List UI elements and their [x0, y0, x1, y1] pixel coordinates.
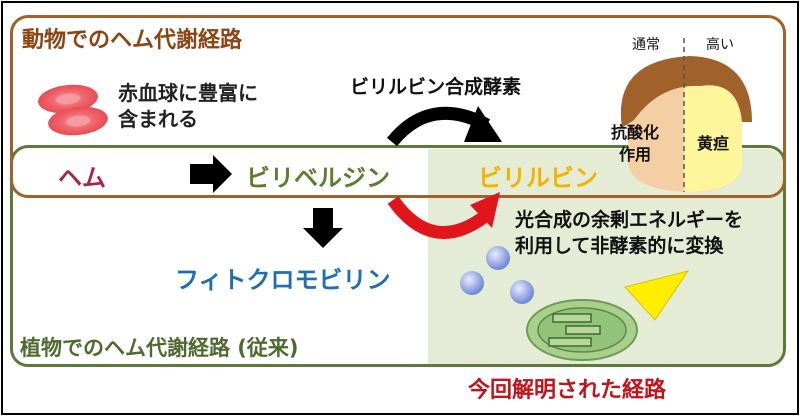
plant-pathway-box — [10, 145, 786, 367]
photosynthesis-note-line: 利用して非酵素的に変換 — [515, 235, 724, 257]
heme-label: ヘム — [58, 164, 106, 192]
face-illustration — [620, 38, 752, 192]
sphere-icons — [460, 246, 534, 304]
animal-pathway-heading: 動物でのヘム代謝経路 — [22, 28, 243, 53]
rbc-note-line: 含まれる — [118, 107, 198, 131]
new-pathway-label: 今回解明された経路 — [468, 378, 667, 403]
photosynthesis-note-line: 光合成の余剰エネルギーを — [515, 209, 744, 231]
rbc-note-line: 赤血球に豊富に — [118, 81, 258, 105]
bilirubin-label: ビリルビン — [478, 164, 598, 192]
rbc-note: 赤血球に豊富に 含まれる — [118, 80, 258, 132]
phytochromobilin-label: フィトクロモビリン — [175, 266, 391, 294]
right-arrow-icon — [190, 155, 232, 193]
antioxidant-label: 抗酸化 作用 — [611, 122, 659, 166]
jaundice-label: 黄疸 — [697, 134, 730, 153]
antioxidant-label-line: 抗酸化 — [611, 123, 660, 142]
high-level-label: 高い — [706, 37, 734, 53]
normal-level-label: 通常 — [632, 37, 660, 53]
photosynthesis-note: 光合成の余剰エネルギーを 利用して非酵素的に変換 — [515, 207, 743, 259]
enzyme-label: ビリルビン合成酵素 — [350, 76, 522, 98]
plant-pathway-heading: 植物でのヘム代謝経路 (従来) — [20, 336, 299, 360]
red-blood-cell-icon — [38, 84, 108, 136]
chloroplast-icon — [526, 299, 638, 361]
non-enzymatic-arrow-icon — [387, 192, 500, 239]
biliverdin-label: ビリベルジン — [246, 164, 390, 192]
enzymatic-arrow-icon — [386, 106, 502, 147]
sunlight-icon — [624, 270, 690, 321]
antioxidant-label-line: 作用 — [619, 145, 652, 164]
down-arrow-icon — [303, 208, 343, 248]
